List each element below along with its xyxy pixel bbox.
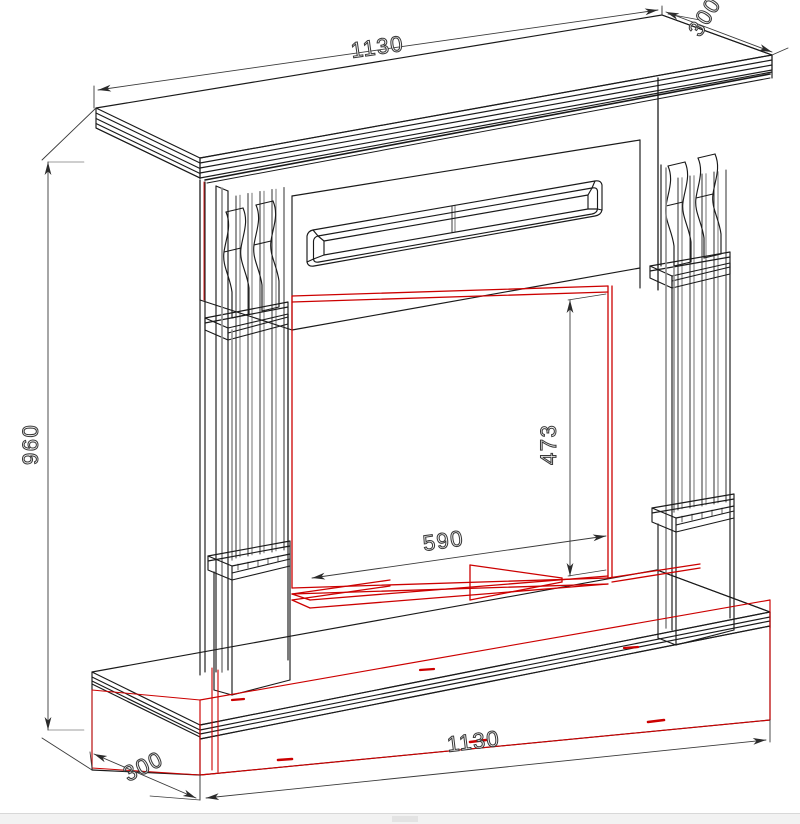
dim-height [41, 107, 97, 771]
left-corbel [204, 200, 289, 341]
dim-label-bottom-depth: 300 [119, 746, 167, 787]
left-fluted-pilaster [199, 179, 291, 676]
dimension-layer [41, 5, 789, 801]
dim-label-height: 960 [18, 424, 43, 465]
left-plinth-block [213, 565, 291, 696]
footer-bar [0, 813, 800, 824]
dim-top-depth [661, 7, 789, 56]
dim-label-bottom-width: 1130 [446, 726, 502, 757]
footer-scroll-indicator [392, 816, 418, 822]
frieze-panel [306, 180, 603, 267]
dim-opening-width [311, 534, 607, 580]
firebox-opening [91, 181, 771, 776]
dimension-text-layer: 1130 300 960 473 590 1130 300 [17, 0, 726, 787]
mantel-shelf [95, 14, 773, 184]
base-molding [91, 569, 771, 776]
right-fluted-pilaster [651, 77, 735, 631]
dim-label-top-depth: 300 [683, 0, 726, 41]
dim-bottom-depth [89, 751, 201, 801]
dim-label-opening-height: 473 [536, 424, 561, 465]
mantel-geometry [91, 14, 773, 776]
dim-opening-height [566, 293, 607, 577]
dim-label-opening-width: 590 [421, 525, 465, 555]
